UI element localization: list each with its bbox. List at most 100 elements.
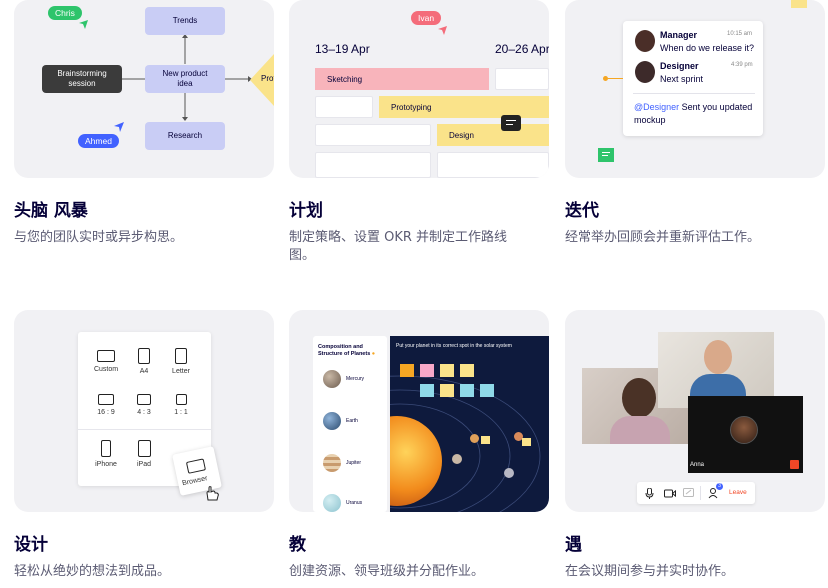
leave-button[interactable]: Leave [729,489,747,496]
timeline-empty-cell [315,96,373,118]
card-desc-plan: 制定策略、设置 OKR 并制定工作路线图。 [289,230,508,263]
design-card[interactable]: Custom A4 Letter 16 : 9 4 : 3 1 : 1 iPho… [14,310,274,512]
frame-ipad[interactable]: iPad [126,440,162,468]
frame-1-1[interactable]: 1 : 1 [163,394,199,416]
plan-card[interactable]: Ivan 13–19 Apr 20–26 Apr Sketching Proto… [289,0,549,178]
participant-head [622,378,656,418]
node-trends[interactable]: Trends [145,7,225,35]
collaborator-tag-ivan: Ivan [411,11,442,25]
planet-graphic [470,434,479,443]
timeline-bar-prototyping[interactable]: Prototyping [379,96,549,118]
lesson-sidebar[interactable]: Composition and Structure of Planets ● M… [313,336,387,512]
panel-divider [78,429,211,430]
planet-graphic [514,432,523,441]
collaborator-tag-ahmed: Ahmed [78,134,119,148]
planet-earth-thumb [323,412,341,430]
chat-mention-message: @Designer Sent you updated mockup [634,101,754,127]
collaborator-tag-chris: Chris [48,6,82,20]
planet-label-earth: Earth [346,418,358,424]
board-title: Put your planet in its correct spot in t… [396,343,512,349]
comment-note-icon[interactable] [598,148,614,162]
comment-icon[interactable] [501,115,521,131]
cursor-icon [79,20,88,29]
browser-icon [185,458,207,474]
sticky-note[interactable] [460,384,474,397]
solar-system-board[interactable]: Put your planet in its correct spot in t… [390,336,549,512]
microphone-icon[interactable] [645,488,654,499]
frame-a4[interactable]: A4 [126,348,162,375]
planet-label-jupiter: Jupiter [346,460,362,466]
iphone-icon [101,440,111,457]
frame-16-9[interactable]: 16 : 9 [88,394,124,416]
frame-4-3[interactable]: 4 : 3 [126,394,162,416]
connector-line [608,78,623,79]
node-brainstorming-session[interactable]: Brainstorming session [42,65,122,93]
ipad-icon [137,440,151,457]
chat-text-designer: Next sprint [660,74,704,84]
card-desc-teach: 创建资源、领导班级并分配作业。 [289,564,485,579]
timeline-empty-cell [315,124,431,146]
participants-count-badge: 3 [716,483,723,490]
card-title-teach: 教 [289,535,306,555]
meet-card[interactable]: Anna 3 Leave [565,310,825,512]
iterate-card[interactable]: Manager 10:15 am When do we release it? … [565,0,825,178]
cursor-icon [438,26,447,35]
card-desc-iterate: 经常举办回顾会并重新评估工作。 [565,230,761,245]
card-desc-meet: 在会议期间参与并实时协作。 [565,564,735,579]
chat-name-manager: Manager [660,30,698,40]
timeline-empty-cell [437,152,549,178]
timeline-date-2: 20–26 Apr [495,42,549,56]
timeline-empty-cell [315,152,431,178]
node-prototype-label: Prot [261,74,274,83]
chat-time-designer: 4:39 pm [731,62,753,68]
sticky-note[interactable] [420,384,434,397]
meeting-toolbar[interactable]: 3 Leave [637,482,755,504]
card-desc-brainstorm: 与您的团队实时或异步构思。 [14,230,184,245]
ratio-1-1-icon [175,394,187,405]
planet-uranus-thumb [323,494,341,512]
participant-head [704,340,732,374]
leave-icon[interactable] [790,460,799,469]
planet-jupiter-thumb [323,454,341,472]
share-screen-icon[interactable] [683,488,694,498]
ratio-4-3-icon [137,394,151,405]
node-new-product-idea[interactable]: New product idea [145,65,225,93]
sticky-note[interactable] [480,384,494,397]
lesson-sidebar-title: Composition and Structure of Planets ● [318,344,376,357]
timeline-bar-design[interactable]: Design [437,124,549,146]
sticky-note[interactable] [420,364,434,377]
card-title-plan: 计划 [289,201,323,221]
star-icon: ● [370,351,376,357]
node-prototype-diamond[interactable] [250,54,274,106]
card-desc-design: 轻松从绝妙的想法到成品。 [14,564,171,579]
card-title-iterate: 迭代 [565,201,599,221]
camera-icon[interactable] [664,489,676,498]
sticky-note[interactable] [522,438,531,446]
brainstorm-card[interactable]: Chris Trends Brainstorming session New p… [14,0,274,178]
card-title-meet: 遇 [565,535,582,555]
hand-cursor-icon [206,486,219,501]
participants-icon[interactable] [708,487,718,499]
planet-label-uranus: Uranus [346,500,363,506]
frame-custom[interactable]: Custom [88,350,124,373]
participant-avatar [730,416,758,444]
node-research[interactable]: Research [145,122,225,150]
frame-letter[interactable]: Letter [163,348,199,375]
sticky-note[interactable] [481,436,490,444]
ratio-16-9-icon [98,394,114,405]
sticky-note[interactable] [440,364,454,377]
mention-link[interactable]: @Designer [634,102,680,112]
card-title-brainstorm: 头脑 风暴 [14,201,88,221]
timeline-bar-sketching[interactable]: Sketching [315,68,489,90]
sticky-note[interactable] [400,364,414,377]
sticky-note[interactable] [460,364,474,377]
avatar-designer [635,61,655,83]
chat-panel[interactable]: Manager 10:15 am When do we release it? … [623,21,763,136]
planet-graphic [504,468,514,478]
sticky-note[interactable] [440,384,454,397]
mention-text: Sent you updated mockup [634,102,753,125]
frame-iphone[interactable]: iPhone [88,440,124,468]
video-tile-anna: Anna [688,396,803,473]
toolbar-divider [700,486,701,500]
teach-card[interactable]: Composition and Structure of Planets ● M… [289,310,549,512]
